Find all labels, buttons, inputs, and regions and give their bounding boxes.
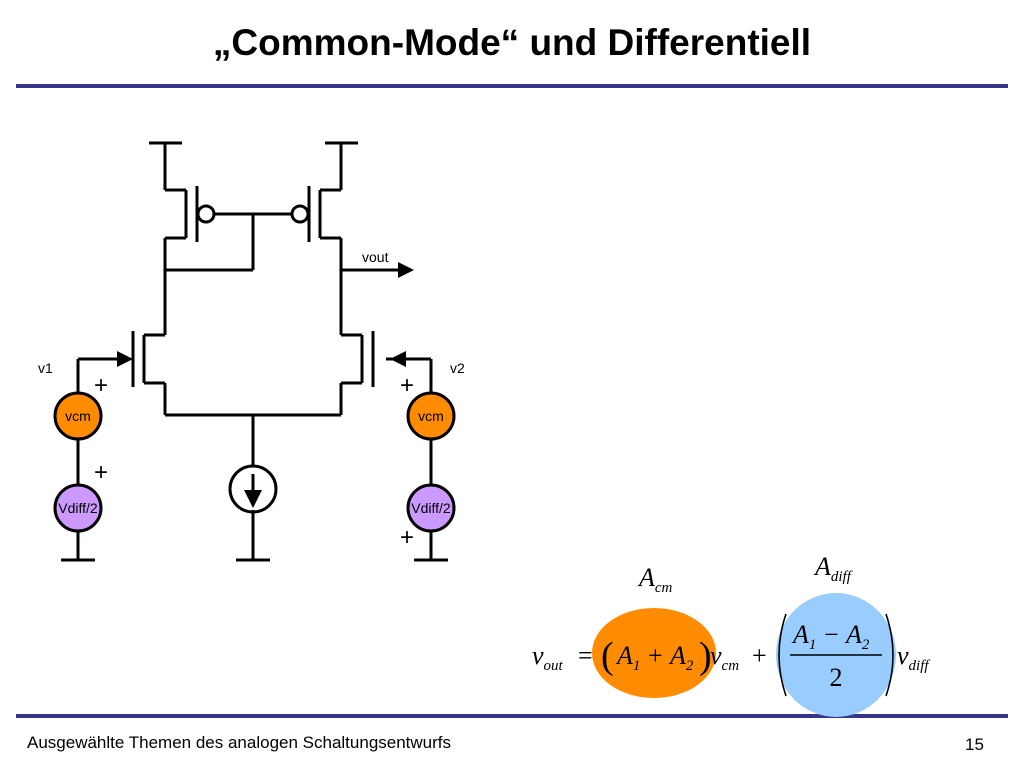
vout-term: vout [532,641,564,674]
current-arrow-icon [244,490,262,508]
v1-label: v1 [38,360,53,376]
nmos-transistor-right [341,331,375,387]
fraction-denominator: 2 [830,663,843,692]
vdiff-right-label: Vdiff/2 [411,500,451,516]
right-big-paren [885,613,894,697]
a2-term: A2 [668,641,694,674]
plus-operator-outer: + [752,641,767,670]
fraction-numerator: A1−A2 [791,620,870,653]
vcm-left-label: vcm [65,408,91,424]
v2-arrow-icon [390,351,406,367]
vcm-term: vcm [710,641,739,674]
vcm-right-label: vcm [418,408,444,424]
footer-rule [16,714,1008,718]
page-number: 15 [965,735,984,754]
current-source [228,464,278,562]
vdiff-source-left: Vdiff/2 [53,483,103,533]
v1-arrow-icon [117,351,133,367]
left-paren-acm: ( [601,635,614,677]
equals-sign: = [578,641,593,670]
a1-term: A1 [615,641,640,674]
plus-sign-vcm-left: + [94,372,108,399]
pmos-transistor-left [165,186,216,242]
vcm-source-right: vcm [406,391,456,441]
circuit-schematic [61,141,448,562]
vdiff-term: vdiff [897,641,930,674]
acm-label: Acm [637,563,673,596]
plus-operator-inner: + [648,641,663,670]
right-paren-acm: ) [699,635,712,677]
v2-label: v2 [450,360,465,376]
slide-title: „Common-Mode“ und Differentiell [212,22,812,63]
plus-sign-vcm-right: + [400,372,414,399]
left-big-paren [778,613,787,697]
vdiff-source-right: Vdiff/2 [406,483,456,533]
plus-sign-vdiff-left: + [94,459,108,486]
vout-label: vout [362,249,389,265]
equation: Acm Adiff vout = ( A1 + A2 ) vcm + A1−A2 [532,552,930,717]
acm-highlight-ellipse [592,608,716,698]
footer-text: Ausgewählte Themen des analogen Schaltun… [27,733,452,752]
plus-sign-vdiff-right: + [400,524,414,551]
adiff-label: Adiff [813,552,853,585]
title-rule [16,84,1008,88]
nmos-transistor-left [131,331,165,387]
vout-arrow-icon [398,262,414,278]
pmos-transistor-right [290,186,341,242]
vdiff-left-label: Vdiff/2 [58,500,98,516]
signal-arrows [117,262,414,508]
vcm-source-left: vcm [53,391,103,441]
